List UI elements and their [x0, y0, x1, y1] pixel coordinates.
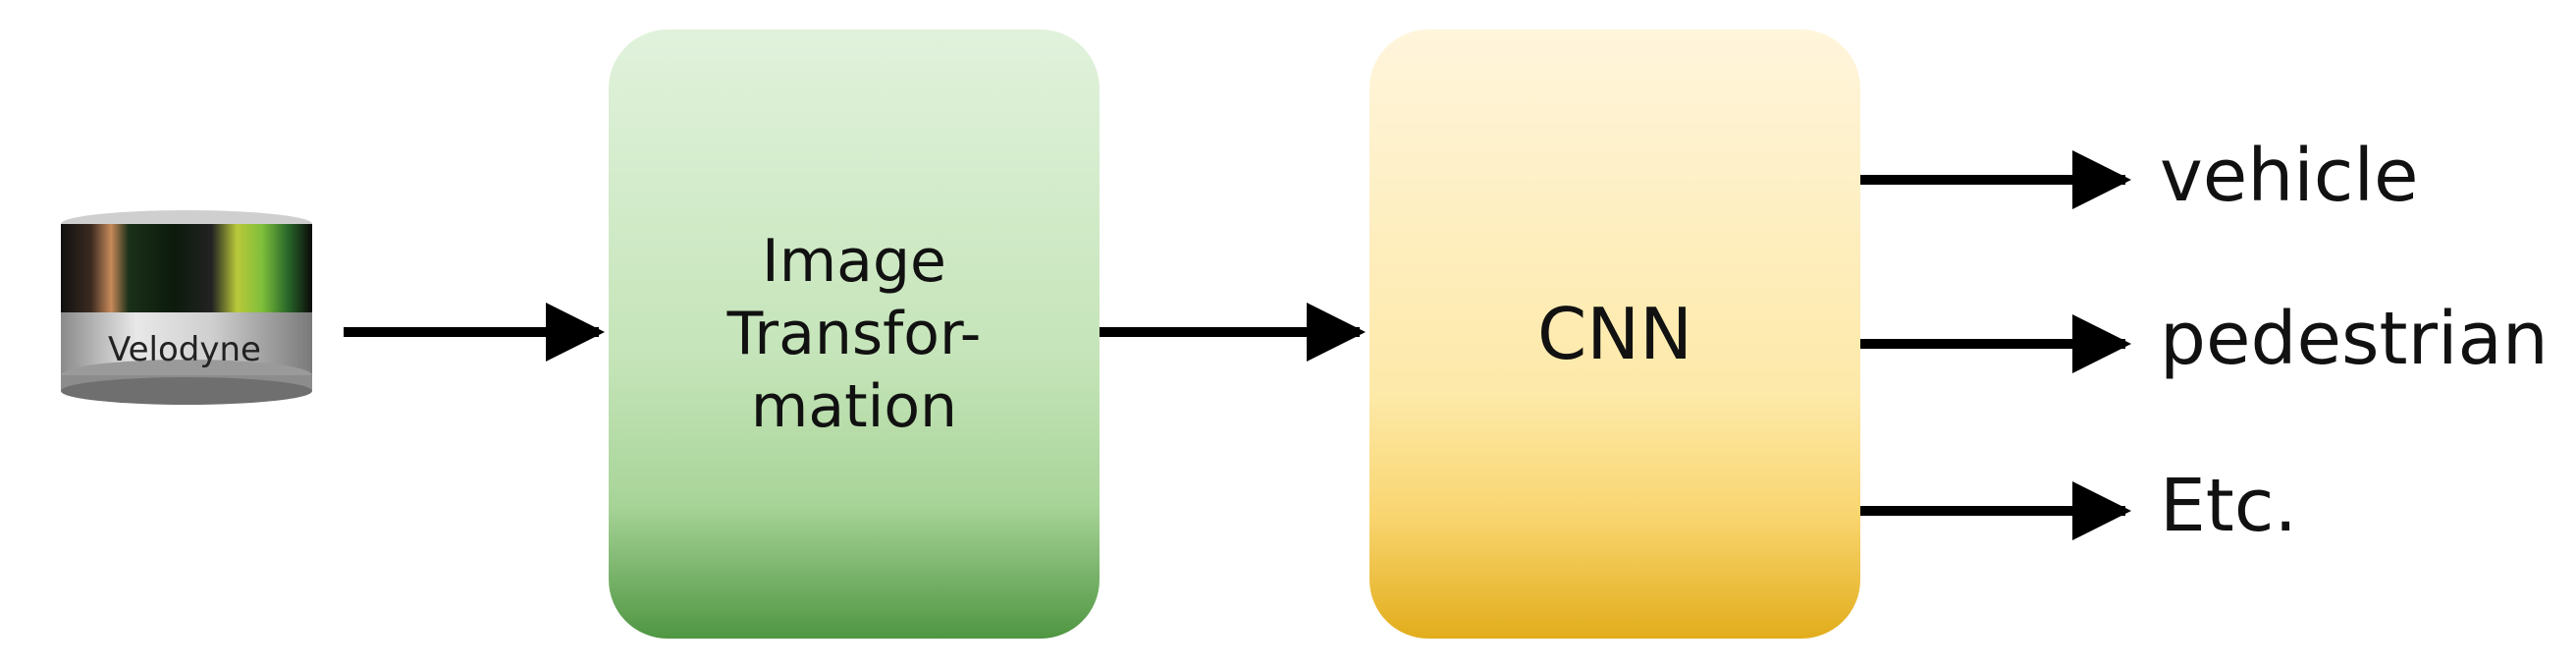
transform-line-2: Transfor- [726, 300, 982, 368]
cnn-box [1369, 29, 1860, 639]
transform-line-3: mation [750, 372, 958, 441]
output-pedestrian-label: pedestrian [2160, 297, 2549, 381]
output-vehicle-label: vehicle [2160, 134, 2419, 218]
transform-line-1: Image [762, 227, 946, 296]
image-transformation-box [609, 29, 1100, 639]
velodyne-sensor-icon: Velodyne [61, 210, 312, 405]
output-etc-label: Etc. [2160, 464, 2297, 548]
image-transformation-label: Image Transfor- mation [609, 29, 1100, 639]
cnn-label: CNN [1537, 293, 1692, 375]
sensor-brand-label: Velodyne [108, 330, 261, 369]
